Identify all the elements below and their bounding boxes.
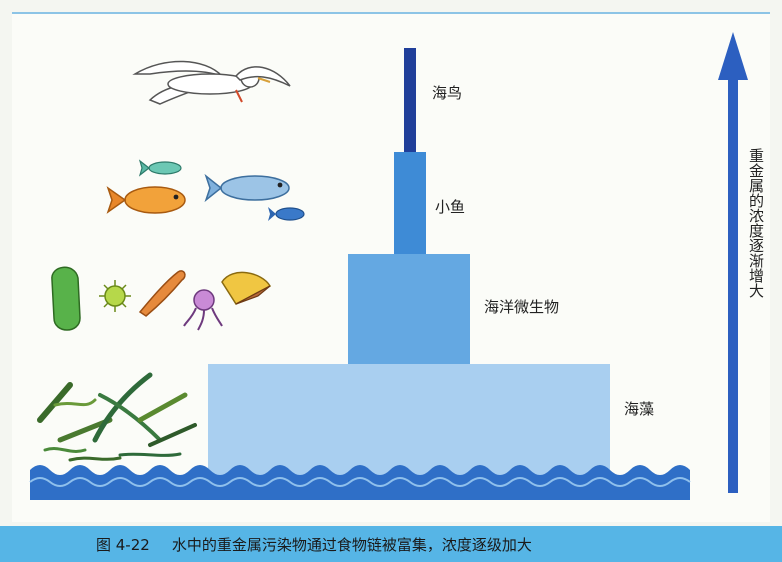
label-small-fish: 小鱼 [435, 198, 466, 216]
tier-bird [404, 48, 416, 152]
arrow-label: 重金属的浓度逐渐增大 [747, 148, 765, 298]
figure-caption: 图 4-22 水中的重金属污染物通过食物链被富集，浓度逐级加大 [96, 534, 532, 555]
fish-icon [106, 159, 305, 221]
tier-plankton [348, 254, 470, 364]
arrow-up-icon [718, 32, 748, 80]
water-wave-icon [29, 465, 691, 500]
tier-seaweed [208, 364, 610, 476]
figure-number: 图 4-22 [96, 536, 150, 554]
seagull-icon [132, 60, 291, 105]
label-marine-microorganisms: 海洋微生物 [484, 298, 560, 316]
concentration-arrow [728, 78, 738, 493]
caption-bar [0, 526, 782, 562]
caption-text: 水中的重金属污染物通过食物链被富集，浓度逐级加大 [171, 536, 532, 554]
label-seabird: 海鸟 [432, 84, 463, 102]
label-seaweed: 海藻 [624, 400, 655, 418]
seaweed-icon [37, 372, 197, 462]
microorganism-icon [51, 266, 272, 331]
tier-fish [394, 152, 426, 254]
